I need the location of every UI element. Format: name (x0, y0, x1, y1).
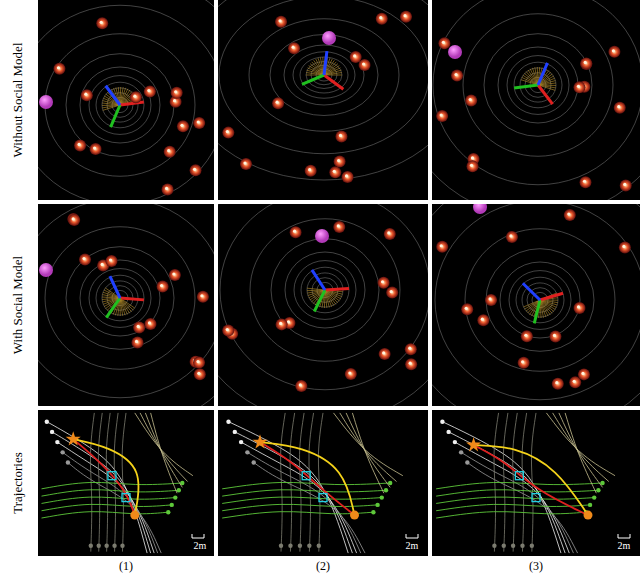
panel-number: (3) (529, 560, 543, 573)
trajectory-panel (38, 410, 214, 556)
simulation-panel (38, 0, 214, 200)
simulation-panel (218, 204, 428, 406)
panel-number: (2) (316, 560, 330, 573)
trajectory-panel (218, 410, 428, 556)
trajectory-panel (432, 410, 640, 556)
row-label: Without Social Model (11, 42, 25, 157)
scale-label: 2m (193, 540, 208, 551)
row-label: With Social Model (11, 256, 25, 354)
simulation-panel (432, 204, 640, 406)
scale-label: 2m (617, 540, 632, 551)
row-label: Trajectories (11, 452, 25, 514)
panel-number: (1) (119, 560, 133, 573)
scale-label: 2m (405, 540, 420, 551)
simulation-panel (218, 0, 428, 200)
simulation-panel (38, 204, 214, 406)
simulation-panel (432, 0, 640, 200)
